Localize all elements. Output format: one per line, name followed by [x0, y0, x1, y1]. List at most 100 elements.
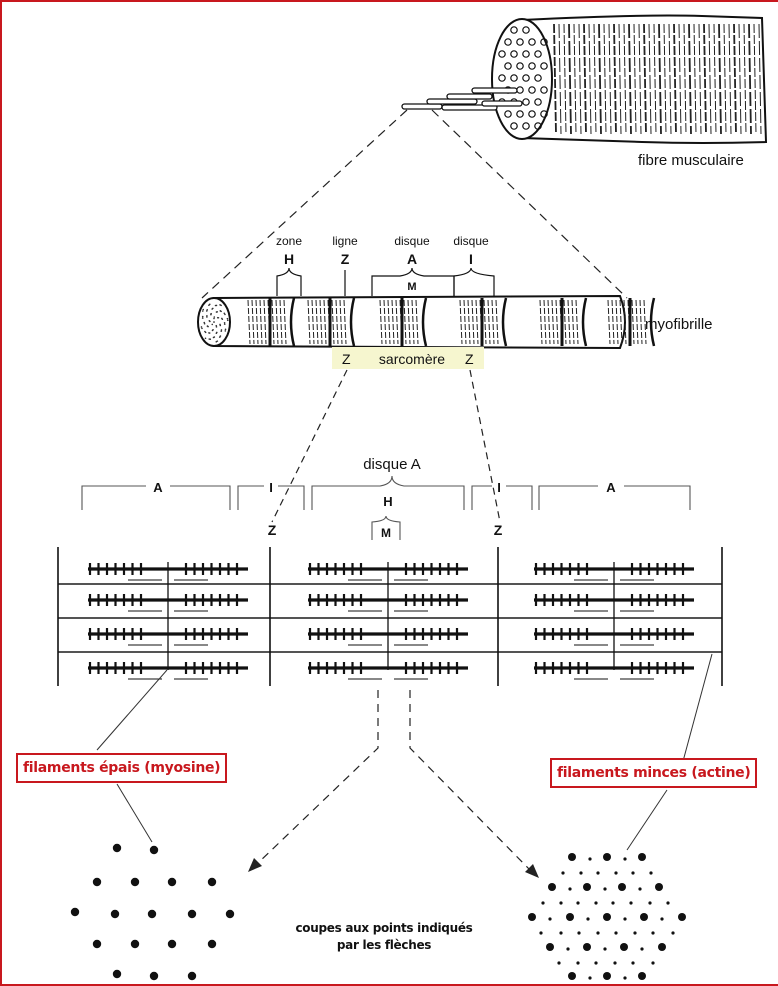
myofibril-hatch	[551, 299, 555, 345]
cross-section-thick-dot	[638, 853, 646, 861]
z-line-left-letter: Z	[268, 522, 277, 538]
arrowhead-right	[525, 864, 539, 878]
myofibril-stipple	[226, 319, 229, 322]
fiber-striation	[658, 23, 662, 135]
fiber-striation	[568, 23, 572, 135]
thin-filaments-label: filaments minces (actine)	[550, 758, 758, 788]
cross-section-thick-dot	[167, 877, 177, 887]
myofibril-stipple	[204, 331, 207, 334]
zoom-lines-upper	[201, 109, 628, 299]
cross-section-thick-dot	[620, 943, 628, 951]
fiber-striation	[758, 23, 762, 135]
cross-section-thin-dot	[576, 961, 580, 965]
myofibril-hatch	[639, 299, 643, 345]
cross-section-thin-dot	[633, 931, 637, 935]
myofibril-stipple	[209, 338, 212, 341]
myofibril-hatch	[571, 299, 575, 345]
cross-section-thin-dot	[623, 976, 627, 980]
cross-section-thin-dot	[603, 887, 607, 891]
cross-section-thick-dot	[658, 943, 666, 951]
cross-section-thin-dot	[588, 857, 592, 861]
cross-section-thick-dot	[149, 971, 159, 981]
fiber-striation	[653, 23, 657, 135]
myofibril-hatch	[495, 299, 499, 345]
myofibril-hatch	[391, 299, 395, 345]
cross-section-thick-dot	[112, 969, 122, 979]
fiber-striation	[618, 23, 622, 135]
cross-section-thin-dot	[588, 976, 592, 980]
cross-section-thick-dot	[603, 972, 611, 980]
myofibril-z-line	[349, 297, 356, 347]
ligne-word: ligne	[332, 234, 358, 248]
cross-sections	[70, 843, 686, 981]
fiber-end-dot	[540, 86, 548, 94]
cross-section-thick-dot	[187, 971, 197, 981]
cross-section-thick-dot	[568, 972, 576, 980]
cross-section-thick-dot	[130, 877, 140, 887]
fiber-striation	[743, 23, 747, 135]
myofibril-stipple	[207, 325, 209, 328]
fiber-striation	[713, 23, 717, 135]
cross-section-thick-dot	[603, 853, 611, 861]
myofibril-stipple	[219, 310, 222, 312]
myofibril-hatch	[555, 299, 559, 345]
section-note: coupes aux points indiqués par les flèch…	[264, 920, 504, 954]
myofibril-stipple	[208, 304, 210, 307]
sarcomere-highlight	[332, 347, 484, 369]
myofibril-hatch	[259, 299, 263, 345]
cross-section-thin-dot	[586, 917, 590, 921]
fiber-end-dot	[498, 74, 506, 82]
myofibril-stipple	[215, 311, 218, 313]
cross-section-thin-dot	[594, 961, 598, 965]
myofibril-stipple	[201, 310, 204, 312]
myofibril-hatch	[343, 299, 347, 345]
cross-section-thick-dot	[130, 939, 140, 949]
fiber-end-dot	[504, 62, 512, 70]
myofibril-hatch	[615, 299, 619, 345]
fiber-striation	[613, 23, 617, 135]
myofibril-hatch	[339, 299, 343, 345]
disque-a-title: disque A	[363, 456, 421, 473]
myofibril-stipple	[223, 323, 226, 325]
zoom-lines-lower	[271, 369, 501, 523]
myofibril-hatch	[475, 299, 479, 345]
cross-section-thin-dot	[566, 947, 570, 951]
myofibril-hatch	[483, 299, 487, 345]
fiber-end-dot	[522, 26, 530, 34]
fiber-striation	[738, 23, 742, 135]
cross-section-thick-dot	[583, 883, 591, 891]
cross-section-thin-dot	[561, 871, 565, 875]
fiber-striation	[583, 23, 587, 135]
myofibril-hatch	[471, 299, 475, 345]
myofibril-z-line	[289, 297, 296, 347]
disque-a-letter: A	[407, 251, 417, 267]
leader-lines	[96, 653, 713, 851]
disque-i-letter: I	[469, 251, 473, 267]
fiber-end-dot	[540, 110, 548, 118]
fiber-striation	[673, 23, 677, 135]
myofibril-stipple	[202, 308, 205, 311]
cross-section-thin-dot	[557, 961, 561, 965]
myofibril-hatch	[395, 299, 399, 345]
myofibril-stipple	[211, 323, 214, 326]
myofibril-stipple	[216, 316, 219, 319]
cross-section-thick-dot	[568, 853, 576, 861]
fiber-end-dot	[534, 74, 542, 82]
fiber-end-dot	[540, 38, 548, 46]
cross-section-thick-dot	[546, 943, 554, 951]
fiber-striation	[553, 23, 557, 135]
cross-section-thin-dot	[541, 901, 545, 905]
fiber-striation	[638, 23, 642, 135]
myofibril-hatch	[467, 299, 471, 345]
cross-section-thick-dot	[638, 972, 646, 980]
myofibril-stipple	[224, 330, 227, 332]
fiber-striation	[663, 23, 667, 135]
cross-section-thin-dot	[631, 871, 635, 875]
myofibril-hatch	[631, 299, 635, 345]
myofibril-stipple	[223, 312, 226, 315]
fiber-striation	[608, 23, 612, 135]
myofibril-stipple	[213, 317, 215, 320]
cross-section-thick-dot	[110, 909, 120, 919]
myofibril-z-line	[649, 297, 656, 347]
myofibril-stipple	[209, 320, 211, 323]
